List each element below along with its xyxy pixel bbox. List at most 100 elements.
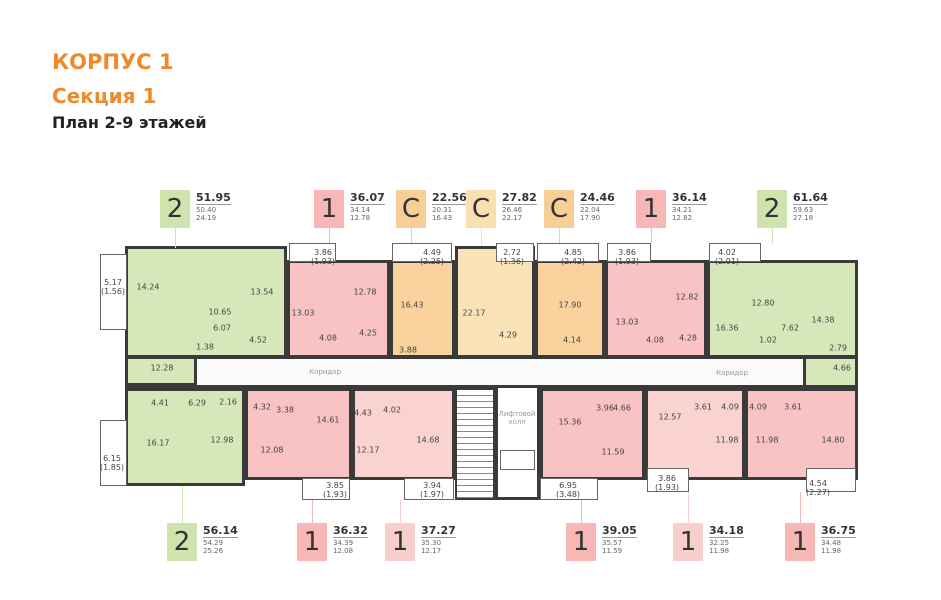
room-area-label: 2.72 (1.36) [499,248,525,266]
apartment-living-area: 34.39 [333,539,354,547]
balcony [289,243,336,262]
apartment-type-badge[interactable]: 1 [566,523,596,561]
apartment-living: 22.17 [502,214,523,222]
room-area-label: 11.59 [601,447,625,457]
room-area-label: 12.78 [353,287,377,297]
apartment-living-area: 50.40 [196,206,217,214]
apartment-living-area: 34.21 [672,206,693,214]
building-title: КОРПУС 1 [52,50,174,74]
apartment-unit[interactable] [287,260,390,358]
room-area-label: 4.41 [151,398,169,408]
balcony [100,420,127,486]
room-area-label: 4.08 [646,335,664,345]
balcony [100,254,127,330]
apartment-type-badge[interactable]: 2 [160,190,190,228]
leader-line [182,486,183,523]
apartment-type-badge[interactable]: 2 [757,190,787,228]
room-area-label: 12.80 [751,298,775,308]
apartment-unit[interactable] [803,356,858,388]
apartment-type-badge[interactable]: С [396,190,426,228]
section-title: Секция 1 [52,84,157,108]
apartment-living: 11.98 [821,547,842,555]
balcony [806,468,856,492]
apartment-unit[interactable] [745,388,858,480]
apartment-unit[interactable] [125,356,197,386]
apartment-total: 39.05 [602,524,637,538]
apartment-unit[interactable] [605,260,707,358]
room-area-label: 4.25 [359,328,377,338]
room-area-label: 13.03 [291,308,315,318]
apartment-type-badge[interactable]: 1 [314,190,344,228]
room-area-label: 3.38 [276,405,294,415]
room-area-label: 12.17 [356,445,380,455]
apartment-type-badge[interactable]: 2 [167,523,197,561]
room-area-label: 11.98 [755,435,779,445]
room-area-label: 14.24 [136,282,160,292]
room-area-label: 2.16 [219,397,237,407]
room-area-label: 3.86 (1.93) [614,248,640,266]
apartment-living-area: 59.63 [793,206,814,214]
apartment-unit[interactable] [455,246,535,358]
apartment-living: 12.08 [333,547,354,555]
room-area-label: 14.61 [316,415,340,425]
room-area-label: 3.61 [784,402,802,412]
apartment-total: 36.07 [350,191,385,205]
apartment-living-area: 34.14 [350,206,371,214]
apartment-unit[interactable] [390,260,455,358]
apartment-unit[interactable] [125,246,287,358]
leader-line [411,228,412,243]
room-area-label: 11.98 [715,435,739,445]
apartment-unit[interactable] [245,388,352,480]
apartment-type-badge[interactable]: 1 [297,523,327,561]
leader-line [651,228,652,243]
room-area-label: 6.95 (3.48) [555,481,581,499]
balcony [647,468,689,492]
room-area-label: 4.29 [499,330,517,340]
apartment-unit[interactable] [540,388,645,480]
leader-line [175,228,176,248]
room-area-label: 14.80 [821,435,845,445]
apartment-living-area: 35.30 [421,539,442,547]
apartment-type-badge[interactable]: С [466,190,496,228]
leader-line [800,492,801,523]
room-area-label: 4.52 [249,335,267,345]
apartment-total: 37.27 [421,524,456,538]
apartment-type-badge[interactable]: С [544,190,574,228]
apartment-type-badge[interactable]: 1 [673,523,703,561]
room-area-label: 4.49 (2.25) [419,248,445,266]
apartment-living-area: 54.29 [203,539,224,547]
apartment-unit[interactable] [645,388,745,480]
room-area-label: 13.54 [250,287,274,297]
room-area-label: 3.85 (1.93) [322,481,348,499]
room-area-label: 12.28 [150,363,174,373]
apartment-living: 11.59 [602,547,623,555]
apartment-living-area: 34.48 [821,539,842,547]
apartment-unit[interactable] [352,388,455,480]
corridor-label: Коридор [716,369,748,377]
apartment-type-badge[interactable]: 1 [636,190,666,228]
balcony [709,243,761,262]
apartment-total: 56.14 [203,524,238,538]
apartment-type-badge[interactable]: 1 [385,523,415,561]
apartment-living: 12.78 [350,214,371,222]
room-area-label: 6.29 [188,398,206,408]
apartment-living: 27.18 [793,214,814,222]
apartment-total: 34.18 [709,524,744,538]
leader-line [772,228,773,243]
room-area-label: 16.17 [146,438,170,448]
apartment-type-badge[interactable]: 1 [785,523,815,561]
room-area-label: 14.68 [416,435,440,445]
apartment-unit[interactable] [707,260,858,358]
room-area-label: 4.66 [833,363,851,373]
room-area-label: 16.43 [400,300,424,310]
apartment-total: 51.95 [196,191,231,205]
room-area-label: 4.09 [721,402,739,412]
room-area-label: 15.36 [558,417,582,427]
room-area-label: 4.14 [563,335,581,345]
